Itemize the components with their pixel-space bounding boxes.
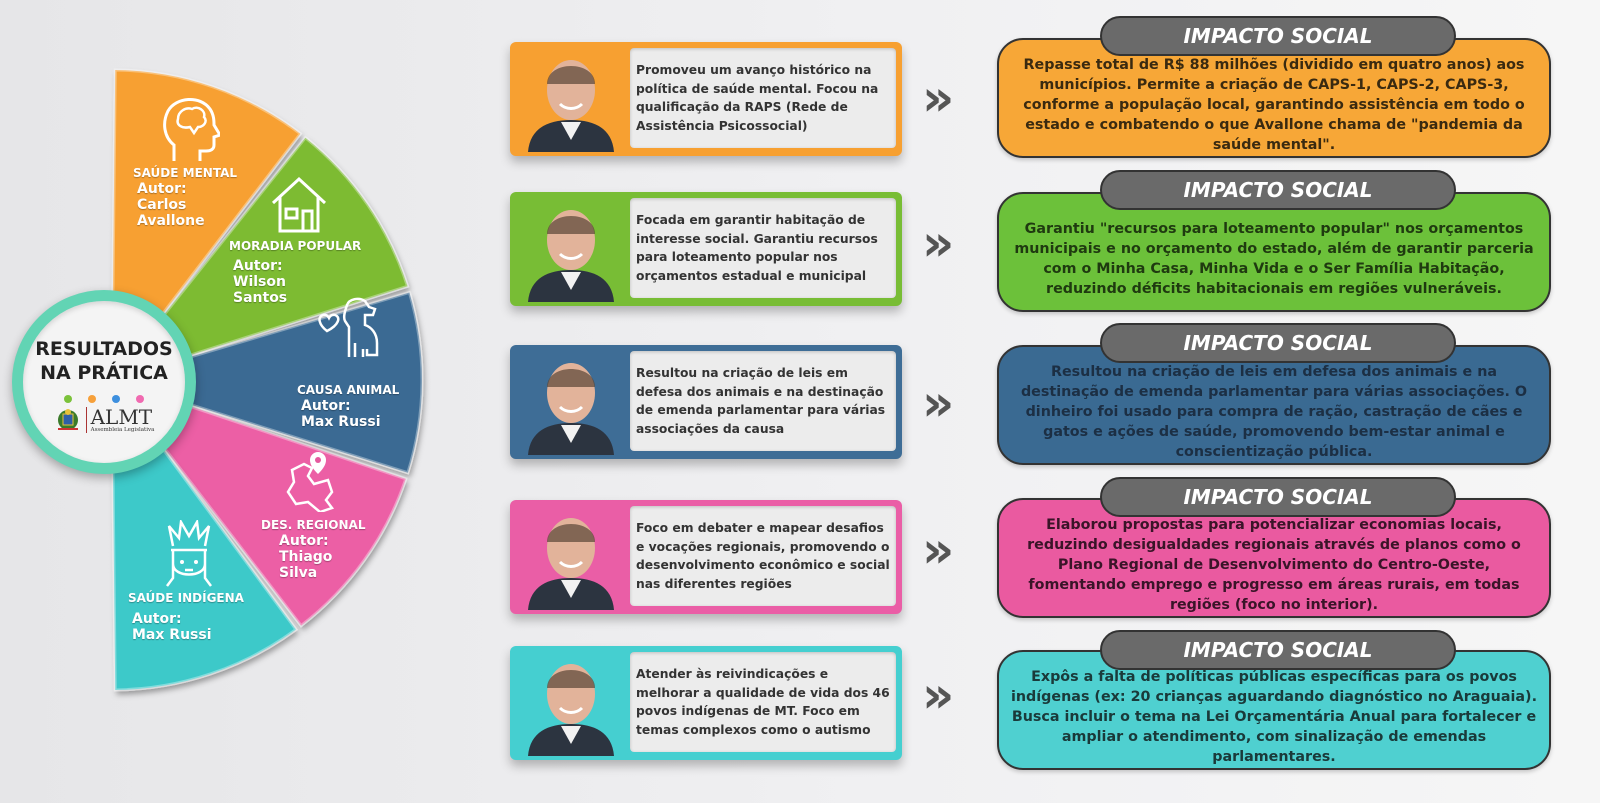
result-card: Focada em garantir habitação de interess… [510, 192, 902, 306]
coat-of-arms-icon [57, 409, 78, 430]
impact-text: Elaborou propostas para potencializar ec… [1027, 517, 1521, 613]
indigenous-person-icon [166, 520, 212, 587]
author-photo [514, 46, 628, 152]
author-photo [514, 504, 628, 610]
card-description: Foco em debater e mapear desafios e voca… [636, 521, 890, 591]
impact-text: Garantiu "recursos para loteamento popul… [1014, 221, 1534, 297]
impact-box: Repasse total de R$ 88 milhões (dividido… [997, 38, 1551, 158]
color-dot [88, 395, 96, 403]
card-description: Promoveu um avanço histórico na política… [636, 63, 879, 133]
author-name: Max Russi [301, 414, 381, 430]
double-chevron-right-icon: » [922, 374, 955, 432]
portrait-photo [528, 60, 614, 152]
impact-box: Resultou na criação de leis em defesa do… [997, 345, 1551, 465]
impact-text: Expôs a falta de políticas públicas espe… [1010, 669, 1538, 765]
result-card: Resultou na criação de leis em defesa do… [510, 345, 902, 459]
logo-subtitle: Assembleia Legislativa [90, 427, 155, 433]
color-dot [136, 395, 144, 403]
logo-name: ALMT [90, 405, 153, 429]
impact-heading: IMPACTO SOCIAL [1100, 16, 1456, 56]
portrait-photo [528, 363, 614, 455]
portrait-photo [528, 210, 614, 302]
author-photo [514, 349, 628, 455]
author-label: Autor: [279, 533, 329, 549]
author-name: Wilson Santos [233, 274, 288, 306]
house-icon [271, 176, 327, 233]
center-title: RESULTADOS NA PRÁTICA [35, 338, 173, 384]
portrait-photo [528, 518, 614, 610]
card-description: Resultou na criação de leis em defesa do… [636, 366, 886, 436]
double-chevron-right-icon: » [922, 69, 955, 127]
impact-box: Expôs a falta de políticas públicas espe… [997, 650, 1551, 770]
author-label: Autor: [137, 181, 187, 197]
author-name: Carlos Avallone [137, 197, 205, 229]
impact-heading: IMPACTO SOCIAL [1100, 477, 1456, 517]
impact-box: Garantiu "recursos para loteamento popul… [997, 192, 1551, 312]
double-chevron-right-icon: » [922, 521, 955, 579]
segment-title: MORADIA POPULAR [229, 239, 362, 253]
impact-text: Resultou na criação de leis em defesa do… [1020, 364, 1528, 460]
card-description: Focada em garantir habitação de interess… [636, 213, 878, 283]
double-chevron-right-icon: » [922, 666, 955, 724]
brain-head-icon [163, 98, 220, 161]
dog-heart-icon [318, 297, 379, 357]
segment-title: CAUSA ANIMAL [297, 383, 400, 397]
result-card: Foco em debater e mapear desafios e voca… [510, 500, 902, 614]
portrait-photo [528, 664, 614, 756]
color-dots [23, 395, 185, 403]
impact-heading: IMPACTO SOCIAL [1100, 323, 1456, 363]
impact-heading: IMPACTO SOCIAL [1100, 170, 1456, 210]
author-label: Autor: [132, 611, 182, 627]
author-label: Autor: [233, 258, 283, 274]
author-label: Autor: [301, 398, 351, 414]
double-chevron-right-icon: » [922, 214, 955, 272]
author-name: Max Russi [132, 627, 212, 643]
card-description: Atender às reivindicações e melhorar a q… [636, 667, 890, 737]
author-name: Thiago Silva [279, 549, 333, 581]
author-photo [514, 196, 628, 302]
color-dot [64, 395, 72, 403]
segment-moradia-popular: MORADIA POPULAR Autor:Wilson Santos [229, 239, 361, 306]
segment-saude-indigena: SAÚDE INDÍGENA Autor:Max Russi [128, 591, 244, 643]
author-photo [514, 650, 628, 756]
segment-title: SAÚDE INDÍGENA [128, 591, 244, 605]
segment-title: SAÚDE MENTAL [133, 166, 238, 180]
segment-title: DES. REGIONAL [261, 518, 366, 532]
color-dot [112, 395, 120, 403]
result-card: Atender às reivindicações e melhorar a q… [510, 646, 902, 760]
result-card: Promoveu um avanço histórico na política… [510, 42, 902, 156]
map-pin-icon [286, 452, 335, 512]
impact-heading: IMPACTO SOCIAL [1100, 630, 1456, 670]
impact-text: Repasse total de R$ 88 milhões (dividido… [1023, 57, 1525, 153]
